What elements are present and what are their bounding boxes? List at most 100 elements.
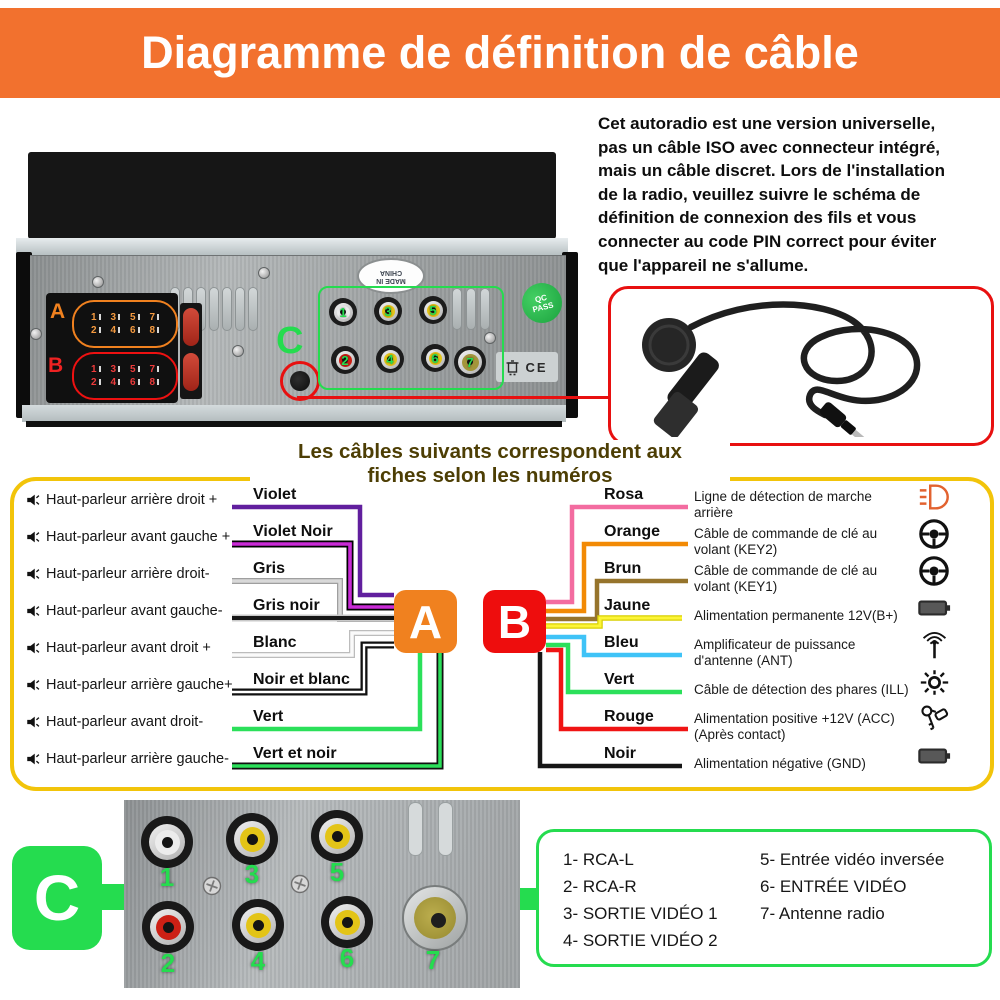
rca-jack-yellow — [419, 296, 447, 324]
made-in-text: CHINA — [379, 269, 403, 276]
battery-icon — [914, 588, 954, 628]
wire-description: Câble de détection des phares (ILL) — [694, 681, 909, 697]
panel-c-label: C — [276, 320, 304, 362]
connector-a-marker: A — [394, 590, 457, 653]
header-banner: Diagramme de définition de câble — [0, 8, 1000, 98]
mic-jack — [280, 361, 320, 401]
rca-number: 4 — [386, 352, 394, 367]
wire-row-left: Haut-parleur arrière gauche+ — [26, 675, 233, 695]
wire-row-left: Haut-parleur avant droit + — [26, 638, 211, 658]
speaker-icon — [27, 679, 40, 691]
wire-color-name: Orange — [604, 523, 661, 540]
ce-weee-plate: CE — [496, 352, 558, 382]
legend-entry: 2- RCA-R — [563, 877, 637, 896]
screw-icon — [290, 874, 310, 894]
wire-description: Ligne de détection de marche arrière — [694, 488, 872, 521]
wire-row-left: Haut-parleur arrière droit- — [26, 564, 210, 584]
rca-number: 2 — [160, 948, 176, 978]
legend-entry: 3- SORTIE VIDÉO 1 — [563, 904, 718, 923]
wire-label: Haut-parleur avant gauche + — [46, 529, 231, 545]
wire-color-name: Bleu — [604, 634, 639, 651]
ce-mark: CE — [525, 359, 548, 375]
intro-line: connecter au code PIN correct pour évite… — [598, 231, 937, 251]
wire-color-name: Noir et blanc — [253, 671, 350, 688]
rca-jack-yellow — [226, 813, 278, 865]
screw-icon — [258, 267, 270, 279]
screw-icon — [232, 345, 244, 357]
rca-jack-yellow — [421, 344, 449, 372]
speaker-icon — [27, 494, 40, 506]
reverse-light-icon — [914, 477, 954, 517]
screw-icon — [202, 876, 222, 896]
rca-number: 4 — [250, 946, 266, 976]
rca-legend-box — [536, 829, 992, 967]
radio-top-rail — [16, 238, 568, 255]
legend-connector-bar — [518, 888, 538, 910]
wire-label: Haut-parleur arrière droit + — [46, 492, 218, 508]
made-in-text: MADE IN — [376, 277, 406, 284]
rca-jack-yellow — [321, 896, 373, 948]
microphone-image — [642, 301, 921, 446]
wire-row-left: Haut-parleur arrière droit + — [26, 490, 217, 510]
rca-jack-red — [331, 346, 359, 374]
screw-icon — [484, 332, 496, 344]
antenna-socket — [454, 346, 486, 378]
screw-icon — [30, 328, 42, 340]
rca-jack-yellow — [232, 899, 284, 951]
wire-color-name: Noir — [604, 745, 636, 762]
vent-slot — [235, 287, 245, 331]
weee-bin-icon — [506, 359, 519, 375]
rca-number: 1 — [339, 305, 347, 320]
wire-color-name: Violet Noir — [253, 523, 333, 540]
wire-color-name: Blanc — [253, 634, 297, 651]
vent-slot — [480, 288, 490, 330]
wire-color-name: Rosa — [604, 486, 644, 503]
antenna-icon — [914, 625, 954, 665]
rca-number: 3 — [244, 859, 260, 889]
rca-jack-yellow — [311, 810, 363, 862]
wire-color-name: Brun — [604, 560, 642, 577]
legend-entry: 4- SORTIE VIDÉO 2 — [563, 931, 718, 950]
intro-line: pas un câble ISO avec connecteur intégré… — [598, 137, 941, 157]
intro-line: que l'appareil ne s'allume. — [598, 255, 809, 275]
battery-icon — [914, 736, 954, 776]
microphone-box — [608, 286, 994, 446]
fuse-holder — [180, 303, 202, 399]
wire-color-name: Vert — [604, 671, 635, 688]
radio-bottom-rail — [22, 405, 566, 422]
rca-zone-outline — [318, 286, 504, 390]
vent-slot — [452, 288, 462, 330]
screw-icon — [92, 276, 104, 288]
keys-icon — [914, 699, 954, 739]
wire-label: Haut-parleur avant gauche- — [46, 603, 223, 619]
legend-entry: 6- ENTRÉE VIDÉO — [760, 877, 907, 896]
wire-row-left: Haut-parleur avant droit- — [26, 712, 203, 732]
rca-number: 6 — [339, 943, 355, 973]
wire-color-name: Gris noir — [253, 597, 320, 614]
rca-jack-yellow — [376, 345, 404, 373]
antenna-number: 7 — [425, 945, 441, 975]
vent-slot — [466, 288, 476, 330]
wire-color-name: Jaune — [604, 597, 651, 614]
rca-number: 5 — [329, 857, 345, 887]
radio-right-cap — [562, 252, 578, 418]
section-c-marker: C — [12, 846, 102, 950]
wire-description: Amplificateur de puissance d'antenne (AN… — [694, 636, 856, 669]
connector-a-label: A — [50, 300, 66, 323]
rca-jack-red — [142, 901, 194, 953]
wire-row-left: Haut-parleur avant gauche- — [26, 601, 223, 621]
speaker-icon — [27, 568, 40, 580]
legend-entry: 7- Antenne radio — [760, 904, 885, 923]
intro-line: de la radio, veuillez suivre le schéma d… — [598, 184, 921, 204]
rca-number: 6 — [431, 351, 439, 366]
rca-number: 1 — [159, 862, 175, 892]
speaker-icon — [27, 642, 40, 654]
rca-number: 5 — [429, 303, 437, 318]
c-connector-bar — [100, 884, 126, 910]
legend-entry: 1- RCA-L — [563, 850, 634, 869]
wire-description: Alimentation positive +12V (ACC) (Après … — [694, 710, 895, 743]
wire-description: Câble de commande de clé au volant (KEY1… — [694, 562, 878, 595]
vent-slot — [248, 287, 258, 331]
